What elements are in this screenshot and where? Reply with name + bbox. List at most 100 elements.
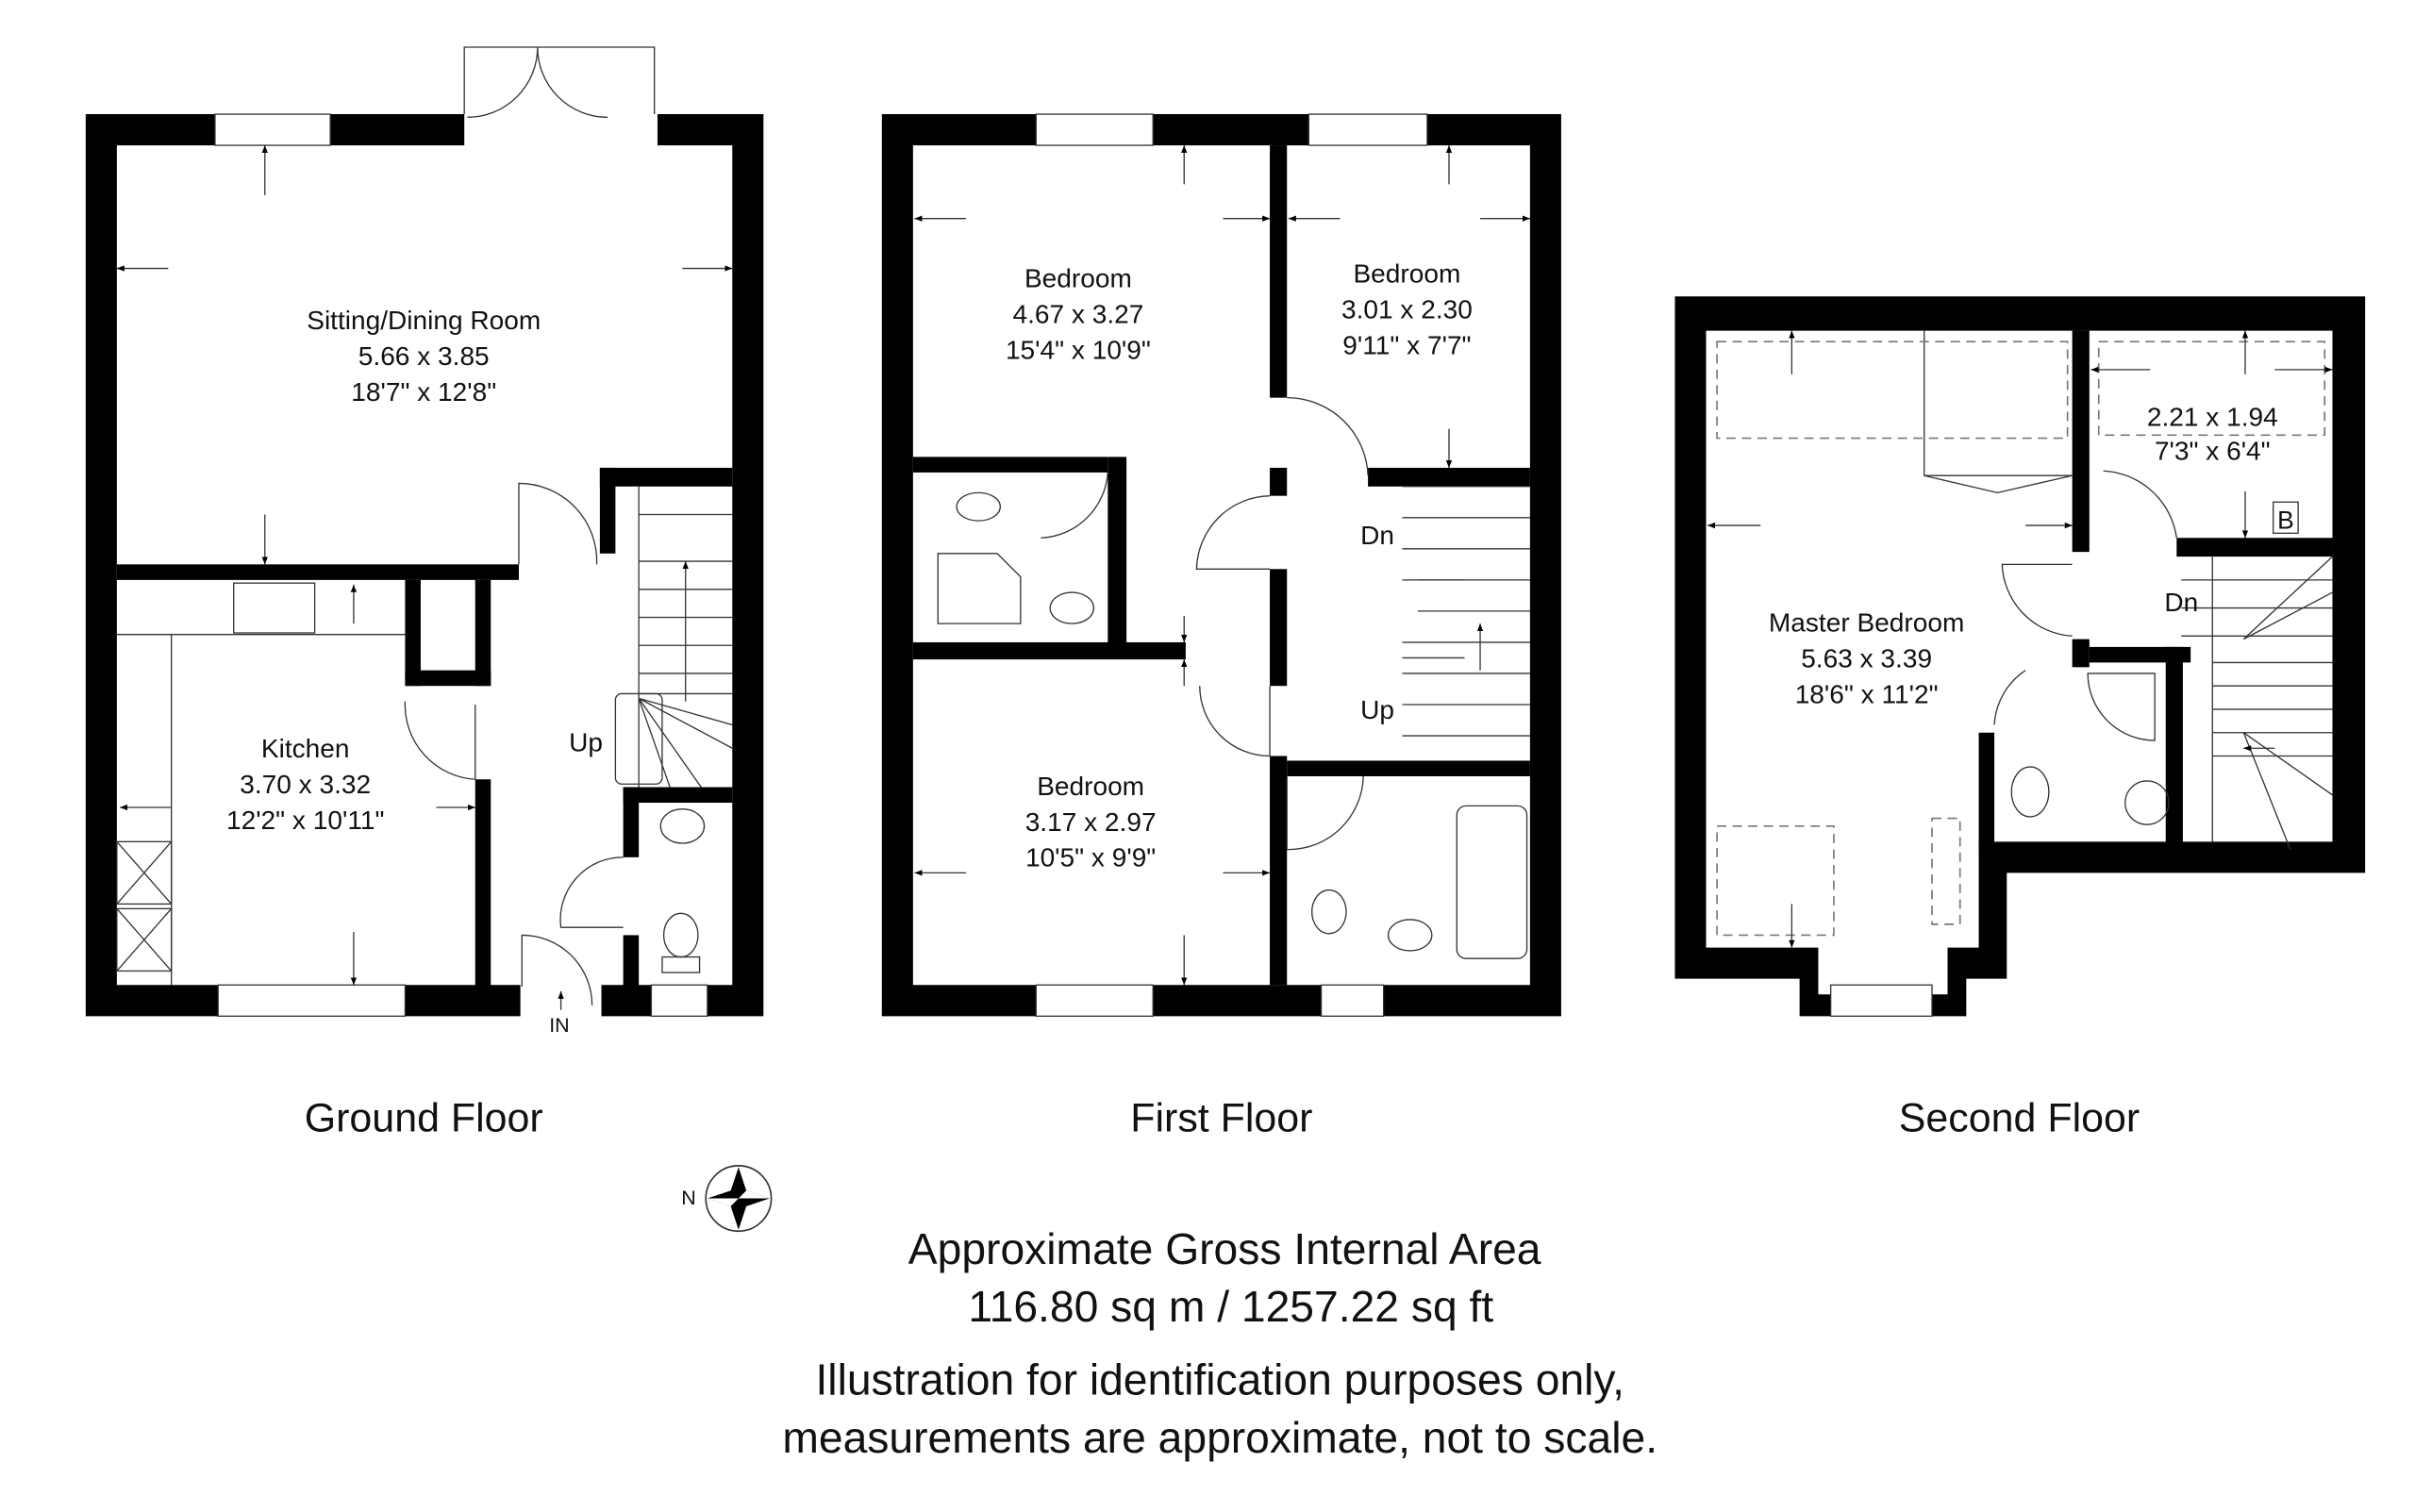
sink [233,582,316,634]
staircase [614,486,733,788]
wall [405,579,421,687]
toilet [956,491,1001,522]
compass: N [681,1165,773,1233]
window [1307,113,1428,146]
wall [1368,467,1530,487]
entrance-label: IN [549,1014,569,1037]
room-metric: 3.70 x 3.32 [240,770,371,799]
room-metric: 4.67 x 3.27 [1012,299,1143,328]
wall [475,779,491,990]
wall [1270,569,1288,687]
wall [1270,756,1288,986]
dimension-arrows [1707,330,2333,948]
floor-title: First Floor [1130,1096,1312,1141]
stairs-down-label: Dn [1360,521,1394,550]
door-swing [2103,470,2177,539]
basin [1049,591,1095,624]
wall [1270,145,1288,398]
door-swing [1287,396,1369,476]
room-imperial: 9'11" x 7'7" [1342,330,1471,359]
room-name: Bedroom [1024,263,1132,292]
dimension-arrows [914,145,1530,986]
window [650,984,708,1017]
wall [2072,330,2090,553]
room-imperial: 18'7" x 12'8" [351,377,496,407]
room-imperial: 18'6" x 11'2" [1795,679,1939,708]
appliance [116,840,173,906]
disclaimer-line-1: Illustration for identification purposes… [815,1355,1624,1404]
boiler-label: B [2277,506,2294,534]
wall [599,467,616,554]
window [217,984,407,1017]
shower [2087,673,2156,741]
floor-title: Ground Floor [305,1096,543,1141]
wall [912,641,1186,660]
basin [2124,780,2170,825]
basin [1387,919,1433,952]
room-imperial: 15'4" x 10'9" [1006,335,1151,364]
french-doors [463,46,656,118]
door-swing [2001,563,2073,637]
second-floor-plan: B Master Bedroom 5.63 x 3.39 18'6" x 11'… [1674,296,2366,1141]
wall [475,579,491,687]
wall [2072,639,2090,668]
door-swing [404,701,476,780]
room-metric: 5.66 x 3.85 [358,341,490,371]
wall [1270,467,1288,496]
skylight [1931,817,1961,925]
window [1035,113,1154,146]
room-imperial: 7'3" x 6'4" [2155,437,2271,466]
wall [623,787,640,857]
room-name: Kitchen [261,734,350,763]
floor-title: Second Floor [1899,1096,2140,1141]
door-swing [518,482,598,565]
staircase [1402,486,1530,737]
second-floor-walls [1674,296,2366,1017]
room-imperial: 12'2" x 10'11" [226,806,384,835]
wall [1287,760,1530,776]
bath [1456,805,1528,959]
staircase [2181,556,2333,850]
stairs-down-label: Dn [2164,588,2198,617]
window [1320,984,1385,1017]
wall [623,935,640,990]
door-swing [1286,775,1364,851]
wall [1108,457,1127,644]
toilet [662,912,699,958]
disclaimer-line-2: measurements are approximate, not to sca… [782,1413,1657,1462]
skylight [1716,341,2069,440]
room-imperial: 10'5" x 9'9" [1025,843,1156,872]
boiler [2273,501,2299,534]
room-name: Sitting/Dining Room [307,306,541,335]
door-swing [1993,670,2026,725]
first-floor-plan: Bedroom 4.67 x 3.27 15'4" x 10'9" Bedroo… [881,113,1561,1141]
window [1829,984,1933,1017]
door-swing [1199,686,1271,757]
room-metric: 3.17 x 2.97 [1025,807,1157,837]
shower [937,553,1022,624]
french-door-opening [464,112,658,147]
compass-north-label: N [681,1187,696,1209]
wall [599,467,733,487]
room-metric: 2.21 x 1.94 [2147,402,2278,431]
door-swing [559,856,624,928]
room-name: Master Bedroom [1769,607,1964,637]
wall [2089,646,2191,663]
wall [623,787,733,804]
room-metric: 3.01 x 2.30 [1341,294,1473,324]
wall [1978,732,1995,850]
wall [2165,646,2183,850]
area-value: 116.80 sq m / 1257.22 sq ft [968,1282,1493,1331]
stairs-up-label: Up [569,728,603,757]
room-name: Bedroom [1353,258,1460,288]
wall [912,457,1108,473]
toilet [2010,766,2050,818]
door-swing [1195,495,1271,570]
appliance [116,907,173,972]
basin [659,807,706,844]
wall [116,564,519,580]
window [214,113,331,146]
skylight [1716,824,1835,937]
front-door [521,934,593,1005]
